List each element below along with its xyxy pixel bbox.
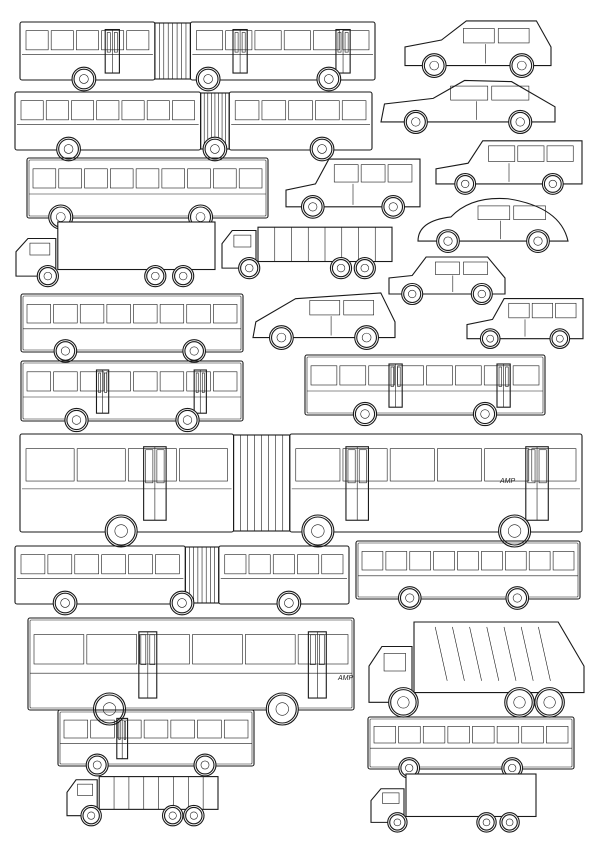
articulated-bus-large: [19, 433, 583, 548]
hatchback-car: [404, 20, 552, 78]
coach-bus-3: [367, 716, 575, 779]
city-bus-1: [20, 293, 244, 363]
sports-coupe: [380, 79, 556, 134]
city-bus-2: [20, 360, 244, 433]
articulated-bus-1: [19, 21, 376, 92]
mini-car: [388, 256, 506, 306]
bus-logo-text: AMP: [499, 478, 516, 485]
city-bus-large: [27, 617, 355, 726]
city-bus-4: [57, 709, 255, 777]
city-bus-3: [304, 354, 546, 427]
minivan-1: [285, 158, 421, 219]
dump-truck-1: [221, 226, 393, 280]
beetle-car: [417, 197, 569, 254]
box-truck-1: [15, 221, 216, 288]
dump-truck-2: [66, 776, 219, 827]
compact-van: [466, 298, 584, 349]
mpv-car: [252, 292, 396, 350]
garbage-truck: [368, 621, 585, 718]
delivery-van: [435, 140, 583, 195]
articulated-bus-2: [14, 91, 373, 162]
coach-bus-1: [26, 157, 269, 230]
bus-logo-text: AMP: [337, 675, 354, 682]
articulated-bus-3: [14, 545, 350, 616]
box-truck-2: [370, 773, 537, 833]
coach-bus-2: [355, 540, 581, 610]
